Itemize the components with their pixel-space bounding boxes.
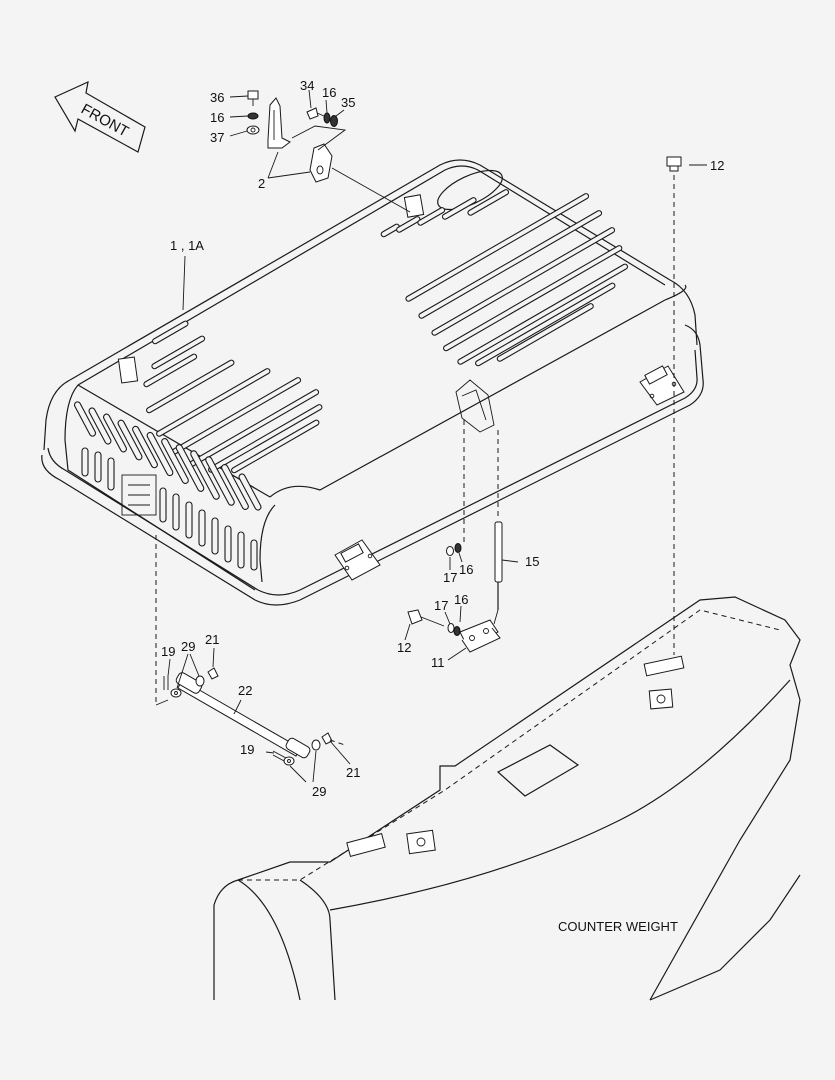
part-35-nut [330,115,338,127]
part-12-bolt-bottom [404,609,445,641]
latch-housing [121,474,157,516]
part-37-washer [246,125,260,135]
label-34: 34 [300,78,314,93]
side-vent-grille [73,401,262,571]
part-17-washer-b [447,623,455,633]
label-29a: 29 [181,639,195,654]
label-16d: 16 [454,592,468,607]
front-arrow-icon: FRONT [54,80,146,153]
label-15: 15 [525,554,539,569]
part-labels: 36 16 37 34 16 35 2 12 1 , 1A 15 17 16 1… [161,78,724,799]
label-29b: 29 [312,784,326,799]
label-19a: 19 [161,644,175,659]
part-22-stay-rod [155,535,311,759]
rear-bracket-left [117,356,139,384]
part-12-bolt-top [666,156,707,655]
hinge-left [334,539,381,581]
leader-cover [182,255,186,311]
part-36-bolt [247,90,259,106]
part-11-bracket [447,619,501,661]
label-2: 2 [258,176,265,191]
front-arrow-label: FRONT [78,101,131,141]
label-12a: 12 [710,158,724,173]
lock-latch [309,143,333,183]
lock-assembly [229,89,411,213]
label-21a: 21 [205,632,219,647]
label-19b: 19 [240,742,254,757]
label-1-1a: 1 , 1A [170,238,204,253]
label-35: 35 [341,95,355,110]
label-21b: 21 [346,765,360,780]
part-17-washer-a [446,546,454,556]
counterweight-label: COUNTER WEIGHT [558,919,678,934]
part-16-washer-b [323,112,331,124]
part-34-bolt [306,107,325,120]
label-16a: 16 [210,110,224,125]
label-16c: 16 [459,562,473,577]
part-15-gas-strut [463,420,519,625]
label-17b: 17 [434,598,448,613]
label-17a: 17 [443,570,457,585]
part-16-washer-d [453,626,461,636]
hood-cover [41,159,704,606]
strut-mount [455,379,495,433]
label-36: 36 [210,90,224,105]
part-16-washer-a [247,112,259,120]
lock-bracket [267,97,291,149]
part-16-washer-c [454,543,462,553]
counterweight: COUNTER WEIGHT [213,596,801,1001]
hinge-right [639,365,685,406]
rear-bracket-right [403,194,425,218]
label-11: 11 [431,655,445,670]
label-12b: 12 [397,640,411,655]
label-37: 37 [210,130,224,145]
label-22: 22 [238,683,252,698]
stay-rod-fasteners [155,647,351,783]
rear-vent-grille [380,189,629,367]
label-16b: 16 [322,85,336,100]
front-vent-grille [143,320,323,474]
